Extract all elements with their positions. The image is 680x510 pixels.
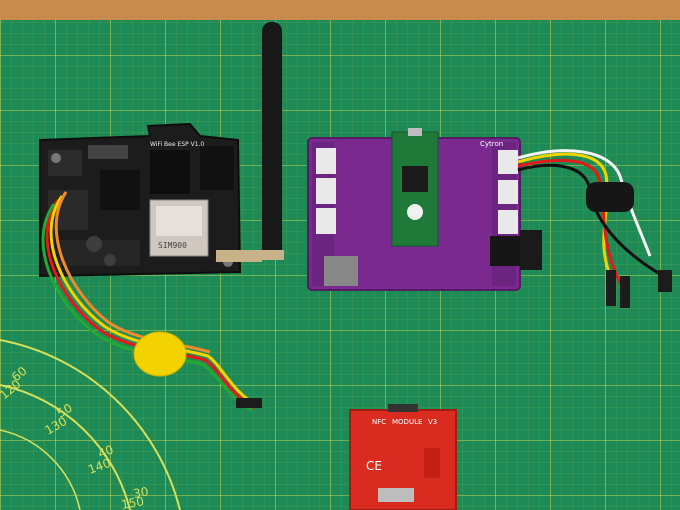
nfc-title-nfc: NFC [372,418,386,426]
nfc-module: NFC MODULE V3 CE [349,404,457,510]
antenna [216,22,284,262]
carrier-brand-label: Cytron [480,140,503,148]
protractor-number: 150 [120,494,145,510]
dupont-connector [658,270,672,292]
nfc-title-v3: V3 [428,418,437,426]
nfc-ce-mark: CE [366,459,382,473]
left-wire-connector [236,398,262,408]
esp-sim900-board: SIM900 WiFi Bee ESP V1.0 [39,122,242,278]
pico-carrier-board: Cytron [307,128,542,291]
protractor-number: 40 [96,442,115,460]
protractor-number: 30 [132,485,149,501]
dupont-connector [606,270,616,306]
dupont-connector [620,276,630,308]
yellow-grommet [133,331,187,377]
esp-board-title: WiFi Bee ESP V1.0 [150,141,204,148]
sim900-label: SIM900 [158,241,187,250]
protractor-number: 50 [55,401,75,421]
nfc-title-module: MODULE [392,418,422,426]
wire-tie [586,182,634,212]
